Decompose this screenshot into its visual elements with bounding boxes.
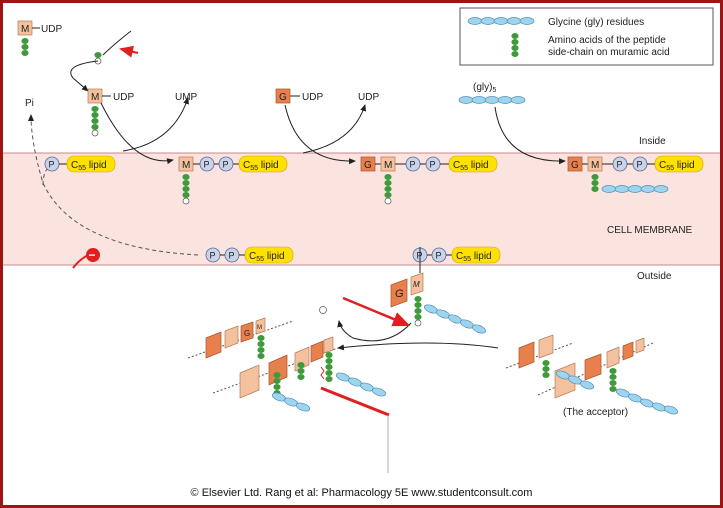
lipid-text: C55 lipid [71,160,107,172]
release-arrow [337,320,412,342]
glycine-letter: G [395,288,404,300]
lipid-text: C55 lipid [456,251,492,263]
lipid-text: C55 lipid [249,251,285,263]
glycine-chain [271,372,387,412]
glycine-letter: G [244,329,250,338]
phosphate-letter: P [210,251,216,261]
legend-amino-acid-icon [511,33,519,57]
process-arrow [70,60,99,92]
glycine-chain [424,304,486,334]
udp-label-2: UDP [113,92,134,103]
phosphate-letter: P [410,160,416,170]
muramic-letter: M [182,160,190,171]
peptidoglycan-wall: G M [187,317,390,473]
glycine-letter: G [364,160,372,171]
glycine-letter: G [571,160,579,171]
phosphate-letter: P [430,160,436,170]
inhibitor-line [320,386,390,417]
amino-chain [273,352,333,396]
muramic-letter: M [591,160,599,171]
gly5-label: (gly)5 [473,82,496,94]
glycine-chain [458,96,526,104]
muramic-letter: M [21,24,29,35]
glycine-chain [555,370,679,415]
terminal-residue [182,197,190,205]
amino-chain [542,360,550,378]
amino-chain [21,38,29,56]
copyright-text: © Elsevier Ltd. Rang et al: Pharmacology… [190,487,533,499]
muramic-letter: M [384,160,392,171]
terminal-residue [384,197,392,205]
amino-chain [91,106,99,130]
lipid-text: C55 lipid [453,160,489,172]
glycine-letter: G [279,92,287,103]
amino-chain [414,296,422,320]
c55-lipid [66,155,116,173]
amino-chain [182,174,190,198]
phosphate-letter: P [49,160,55,170]
phosphate-letter: P [223,160,229,170]
pi-return-arrow [28,114,199,256]
transfer-arrow [284,104,356,165]
inhibition-arrow [119,45,139,58]
c55-lipid [451,246,501,264]
inhibition-arrow [342,296,411,327]
terminal-residue [414,319,422,327]
phosphate-letter: P [617,160,623,170]
label-cell-membrane: CELL MEMBRANE [607,225,693,236]
crosslink-bond [320,366,325,380]
transfer-arrow [100,102,174,165]
c55-lipid [244,246,294,264]
label-outside: Outside [637,271,672,282]
cell-membrane-band [3,153,720,265]
muramic-letter: M [91,92,99,103]
lipid-text: C55 lipid [659,160,695,172]
phosphate-letter: P [204,160,210,170]
acceptor-wall [505,334,679,415]
crosslink-arrow [337,342,499,351]
release-arrow [302,104,367,154]
c55-lipid [448,155,498,173]
amino-chain [257,335,265,359]
phosphate-letter: P [229,251,235,261]
inhibition-symbol [86,248,100,262]
c55-lipid [654,155,704,173]
inhibition-minus: − [89,248,96,262]
udp-label-4: UDP [358,92,379,103]
udp-label-1: UDP [41,24,62,35]
legend-amino-text-1: Amino acids of the peptide [548,35,666,46]
phosphate-letter: P [637,160,643,170]
legend-amino-text-2: side-chain on muramic acid [548,47,670,58]
released-residue [319,306,327,314]
release-arrow [122,97,189,152]
amino-chain [609,368,617,392]
acceptor-label: (The acceptor) [563,407,628,418]
transfer-arrow [494,106,566,165]
label-inside: Inside [639,136,666,147]
amino-acid-bead [94,52,102,58]
muramic-letter: M [257,325,262,331]
terminal-residue [91,129,99,137]
muramic-letter: M [413,280,420,289]
legend-glycine-text: Glycine (gly) residues [548,17,644,28]
peptidoglycan-synthesis-diagram: Inside CELL MEMBRANE Outside Glycine (gl… [3,7,720,473]
phosphate-letter: P [436,251,442,261]
amino-chain [384,174,392,198]
c55-lipid [238,155,288,173]
amino-chain [591,174,599,192]
ump-label: UMP [175,92,198,103]
incoming-arrow [102,30,132,56]
legend: Glycine (gly) residues Amino acids of th… [459,7,714,66]
transferred-unit: G M [390,272,486,334]
pi-label: Pi [25,98,34,109]
glycine-chain [601,185,669,193]
udp-label-3: UDP [302,92,323,103]
legend-glycine-chain-icon [467,17,535,25]
lipid-text: C55 lipid [243,160,279,172]
